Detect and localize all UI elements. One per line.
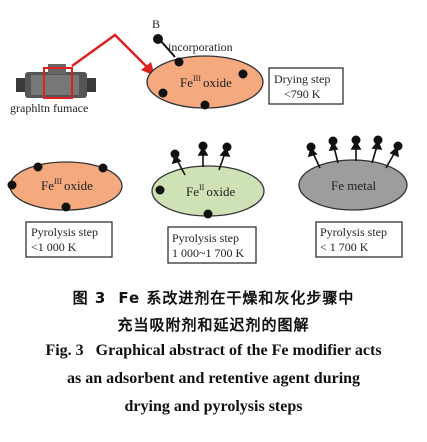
particle-dot [155,185,165,195]
particle-dot [222,142,232,152]
caption-en-line3: drying and pyrolysis steps [124,398,303,415]
fe-metal-ellipse [298,159,408,211]
pyrolysis-step-3-title: Pyrolysis step [320,225,387,239]
particle-dot [33,162,43,172]
particle-dot [170,149,180,159]
drying-step-title: Drying step [274,72,330,86]
release-arrows-middle [171,146,231,176]
particle-dot [98,163,108,173]
particle-dot [203,209,213,219]
pyrolysis-step-2-temp: 1 000~1 700 K [172,246,244,260]
particle-dot [7,180,17,190]
pyrolysis-step-box-1 [25,221,113,258]
pyrolysis-step-3-temp: < 1 700 K [320,240,369,254]
fe-metal-label: Fe metal [331,178,377,193]
caption-en-text1: Graphical abstract of the Fe modifier ac… [95,342,382,359]
caption-cn-text1: Fe 系改进剂在干燥和灰化步骤中 [118,289,355,307]
pyrolysis-step-1-temp: <1 000 K [31,240,77,254]
pyrolysis-step-box-2 [167,226,257,264]
particle-dot [200,100,210,110]
particle-dot [351,135,361,145]
particle-dot [198,141,208,151]
particle-dot [373,135,383,145]
particle-dot [61,202,71,212]
red-arrow-icon [71,33,155,76]
caption-cn-line1: 图 3 Fe 系改进剂在干燥和灰化步骤中 [0,287,427,308]
caption-cn-label: 图 3 [72,289,107,307]
particle-dot [328,136,338,146]
particle-dot [393,141,403,151]
furnace-label: graphltn fumace [10,101,88,115]
drying-step-temp: <790 K [284,87,321,101]
particle-dot [174,57,184,67]
particle-dot [238,69,248,79]
caption-en-label: Fig. 3 [45,342,84,359]
boron-label: B [152,17,160,31]
caption-en-line1: Fig. 3 Graphical abstract of the Fe modif… [0,342,427,360]
release-arrows-right [307,140,399,169]
pyrolysis-step-box-3 [315,221,403,258]
pyrolysis-step-2-title: Pyrolysis step [172,231,239,245]
caption-en-line2: as an adsorbent and retentive agent duri… [66,370,361,387]
particle-dot [306,142,316,152]
particle-dot [158,88,168,98]
incorporation-label: incorporation [168,40,233,54]
drying-step-box [268,67,344,105]
caption-cn-line2: 充当吸附剂和延迟剂的图解 [117,316,310,334]
pyrolysis-step-1-title: Pyrolysis step [31,225,98,239]
graphite-furnace-icon [16,64,96,99]
boron-particle-icon [153,34,176,58]
